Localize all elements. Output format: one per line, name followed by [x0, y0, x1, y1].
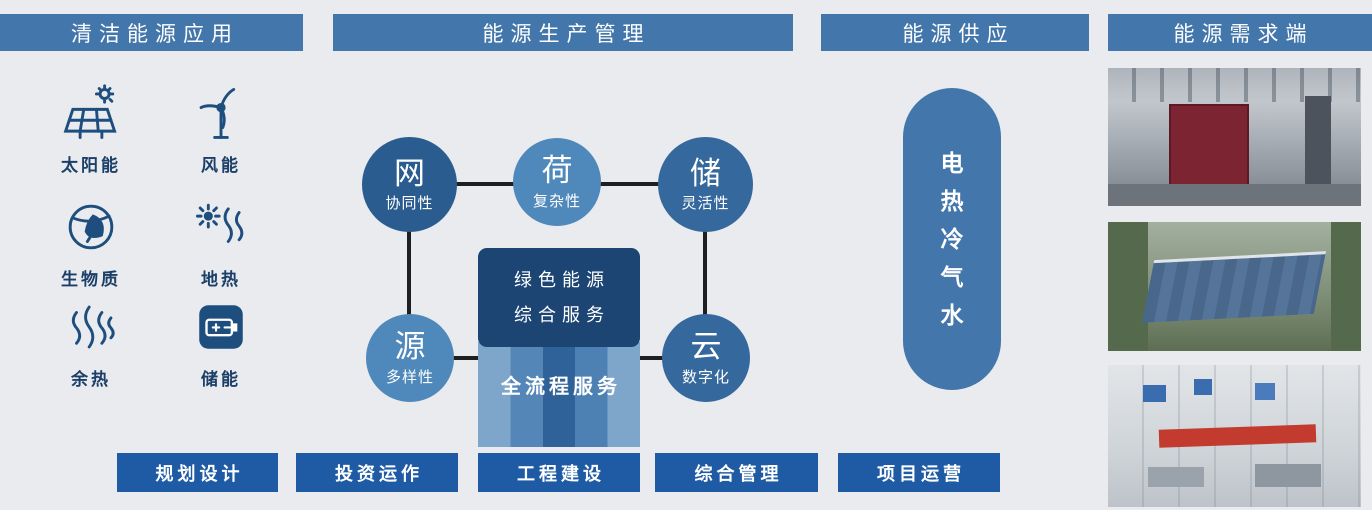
supply-item-electricity: 电 [940, 149, 964, 176]
node-subtitle: 灵活性 [681, 195, 730, 213]
process-button-label: 投资运作 [335, 463, 423, 484]
energy-source-label: 储能 [201, 370, 241, 389]
energy-source-solar: 太阳能 [30, 80, 152, 176]
process-button-label: 综合管理 [694, 463, 783, 484]
node-grid: 网 协同性 [362, 137, 457, 232]
process-button-comprehensive-management: 综合管理 [655, 453, 818, 492]
geothermal-icon [160, 194, 282, 260]
header-energy-demand-side: 能源需求端 [1108, 14, 1372, 51]
node-char: 网 [394, 155, 425, 191]
photo-decoration [1305, 95, 1331, 187]
wind-turbine-icon [160, 80, 282, 146]
connector-load-storage [599, 182, 660, 186]
process-button-label: 项目运营 [877, 463, 965, 484]
photo-decoration [1254, 464, 1321, 488]
connector-source-center [452, 356, 480, 360]
connector-center-cloud [638, 356, 664, 360]
full-process-service-label: 全流程服务 [501, 376, 621, 398]
green-energy-service-box: 绿色能源 综合服务 [478, 248, 640, 347]
node-load: 荷 复杂性 [513, 138, 601, 226]
process-button-engineering-construction: 工程建设 [478, 453, 640, 492]
process-button-label: 工程建设 [517, 463, 605, 484]
energy-source-waste-heat: 余热 [30, 294, 152, 390]
full-process-service-stripes: 全流程服务 [478, 342, 640, 447]
header-energy-production-management: 能源生产管理 [333, 14, 793, 51]
header-label: 能源需求端 [1173, 22, 1314, 46]
energy-source-storage: 储能 [160, 294, 282, 390]
node-char: 云 [690, 329, 722, 365]
energy-source-label: 余热 [71, 370, 111, 389]
header-label: 清洁能源应用 [71, 22, 239, 46]
photo-decoration [1142, 250, 1327, 323]
photo-decoration [1108, 222, 1149, 351]
connector-grid-source [407, 230, 411, 316]
biomass-globe-leaf-icon [30, 194, 152, 260]
photo-decoration [1194, 379, 1212, 395]
battery-storage-icon [160, 294, 282, 360]
connector-grid-load [455, 182, 515, 186]
energy-source-label: 太阳能 [61, 156, 121, 175]
header-energy-supply: 能源供应 [821, 14, 1089, 51]
energy-supply-capsule: 电 热 冷 气 水 [903, 88, 1001, 390]
header-label: 能源供应 [902, 22, 1015, 46]
node-cloud: 云 数字化 [662, 314, 750, 402]
node-char: 源 [394, 329, 426, 365]
production-line-render-photo [1108, 365, 1361, 507]
process-button-project-operation: 项目运营 [838, 453, 1000, 492]
header-clean-energy-application: 清洁能源应用 [0, 14, 303, 51]
photo-decoration [1143, 384, 1167, 402]
node-char: 储 [690, 155, 721, 191]
node-subtitle: 协同性 [385, 195, 434, 213]
process-button-investment-operation: 投资运作 [296, 453, 458, 492]
photo-decoration [1254, 383, 1275, 401]
node-subtitle: 多样性 [385, 368, 434, 386]
supply-item-gas: 气 [940, 263, 964, 290]
process-button-planning-design: 规划设计 [117, 453, 278, 492]
industrial-campus-aerial-photo [1108, 222, 1361, 351]
node-source: 源 多样性 [366, 314, 454, 402]
node-subtitle: 数字化 [681, 368, 730, 386]
energy-source-label: 生物质 [61, 270, 121, 289]
header-label: 能源生产管理 [482, 22, 651, 46]
energy-source-label: 风能 [201, 156, 241, 175]
solar-panel-icon [30, 80, 152, 146]
waste-heat-waves-icon [30, 294, 152, 360]
service-box-line2: 综合服务 [514, 304, 610, 325]
photo-decoration [1108, 183, 1361, 206]
supply-item-cooling: 冷 [940, 225, 964, 252]
energy-source-wind: 风能 [160, 80, 282, 176]
energy-source-geothermal: 地热 [160, 194, 282, 290]
photo-decoration [1168, 103, 1249, 191]
photo-decoration [1148, 467, 1205, 488]
node-subtitle: 复杂性 [532, 192, 581, 210]
energy-source-label: 地热 [201, 270, 241, 289]
photo-decoration [1330, 222, 1361, 351]
energy-source-biomass: 生物质 [30, 194, 152, 290]
supply-item-heat: 热 [940, 187, 964, 214]
node-storage: 储 灵活性 [658, 137, 753, 232]
service-box-line1: 绿色能源 [514, 270, 610, 291]
supply-item-water: 水 [940, 301, 964, 328]
process-button-label: 规划设计 [155, 463, 244, 484]
connector-storage-cloud [703, 230, 707, 316]
node-char: 荷 [541, 153, 573, 189]
factory-interior-photo [1108, 68, 1361, 206]
